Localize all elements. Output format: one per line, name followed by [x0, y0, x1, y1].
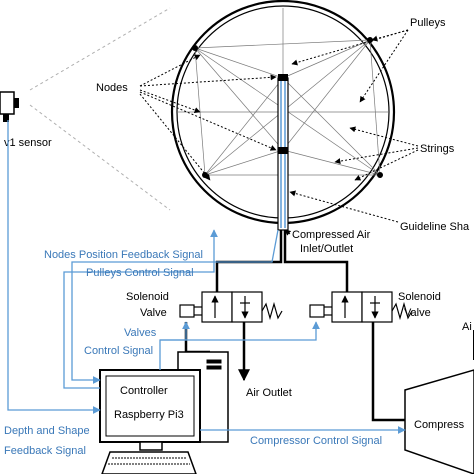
pulleys-control-signal-label: Pulleys Control Signal [86, 267, 194, 279]
controller-label-line2: Raspberry Pi3 [114, 409, 184, 421]
air-right-label: Ai [462, 321, 472, 333]
guideline-shaft-label: Guideline Sha [400, 221, 470, 233]
nodes [278, 74, 288, 154]
depth-shape-signal-label-line2: Feedback Signal [4, 445, 86, 457]
solenoid-valve-left [179, 291, 283, 323]
controller-label-line1: Controller [120, 385, 168, 397]
solenoid-right-label-line1: Solenoid [398, 291, 441, 303]
compressed-air-label-line1: Compressed Air [292, 229, 371, 241]
compressor-control-signal-label: Compressor Control Signal [250, 435, 382, 447]
solenoid-left-label-line2: Valve [140, 307, 167, 319]
solenoid-right-label-line2: Valve [404, 307, 431, 319]
pulleys-label: Pulleys [410, 17, 446, 29]
camera-field-of-view [29, 7, 171, 211]
strings-label: Strings [420, 143, 455, 155]
solenoid-left-label-line1: Solenoid [126, 291, 169, 303]
nodes-feedback-signal-label: Nodes Position Feedback Signal [44, 249, 203, 261]
compressed-air-label-line2: Inlet/Outlet [300, 243, 353, 255]
air-outlet-label: Air Outlet [246, 387, 292, 399]
valves-signal-label-line2: Control Signal [84, 345, 153, 357]
depth-shape-signal-label-line1: Depth and Shape [4, 425, 90, 437]
sensor-label: v1 sensor [4, 137, 52, 149]
valves-signal-label-line1: Valves [124, 327, 157, 339]
annotation-arrows [139, 29, 419, 236]
signal-lines [7, 120, 406, 434]
nodes-label: Nodes [96, 82, 128, 94]
camera-icon [0, 91, 19, 122]
controller-computer [99, 351, 229, 474]
compressor-label: Compress [414, 419, 465, 431]
solenoid-valve-right [309, 291, 413, 323]
